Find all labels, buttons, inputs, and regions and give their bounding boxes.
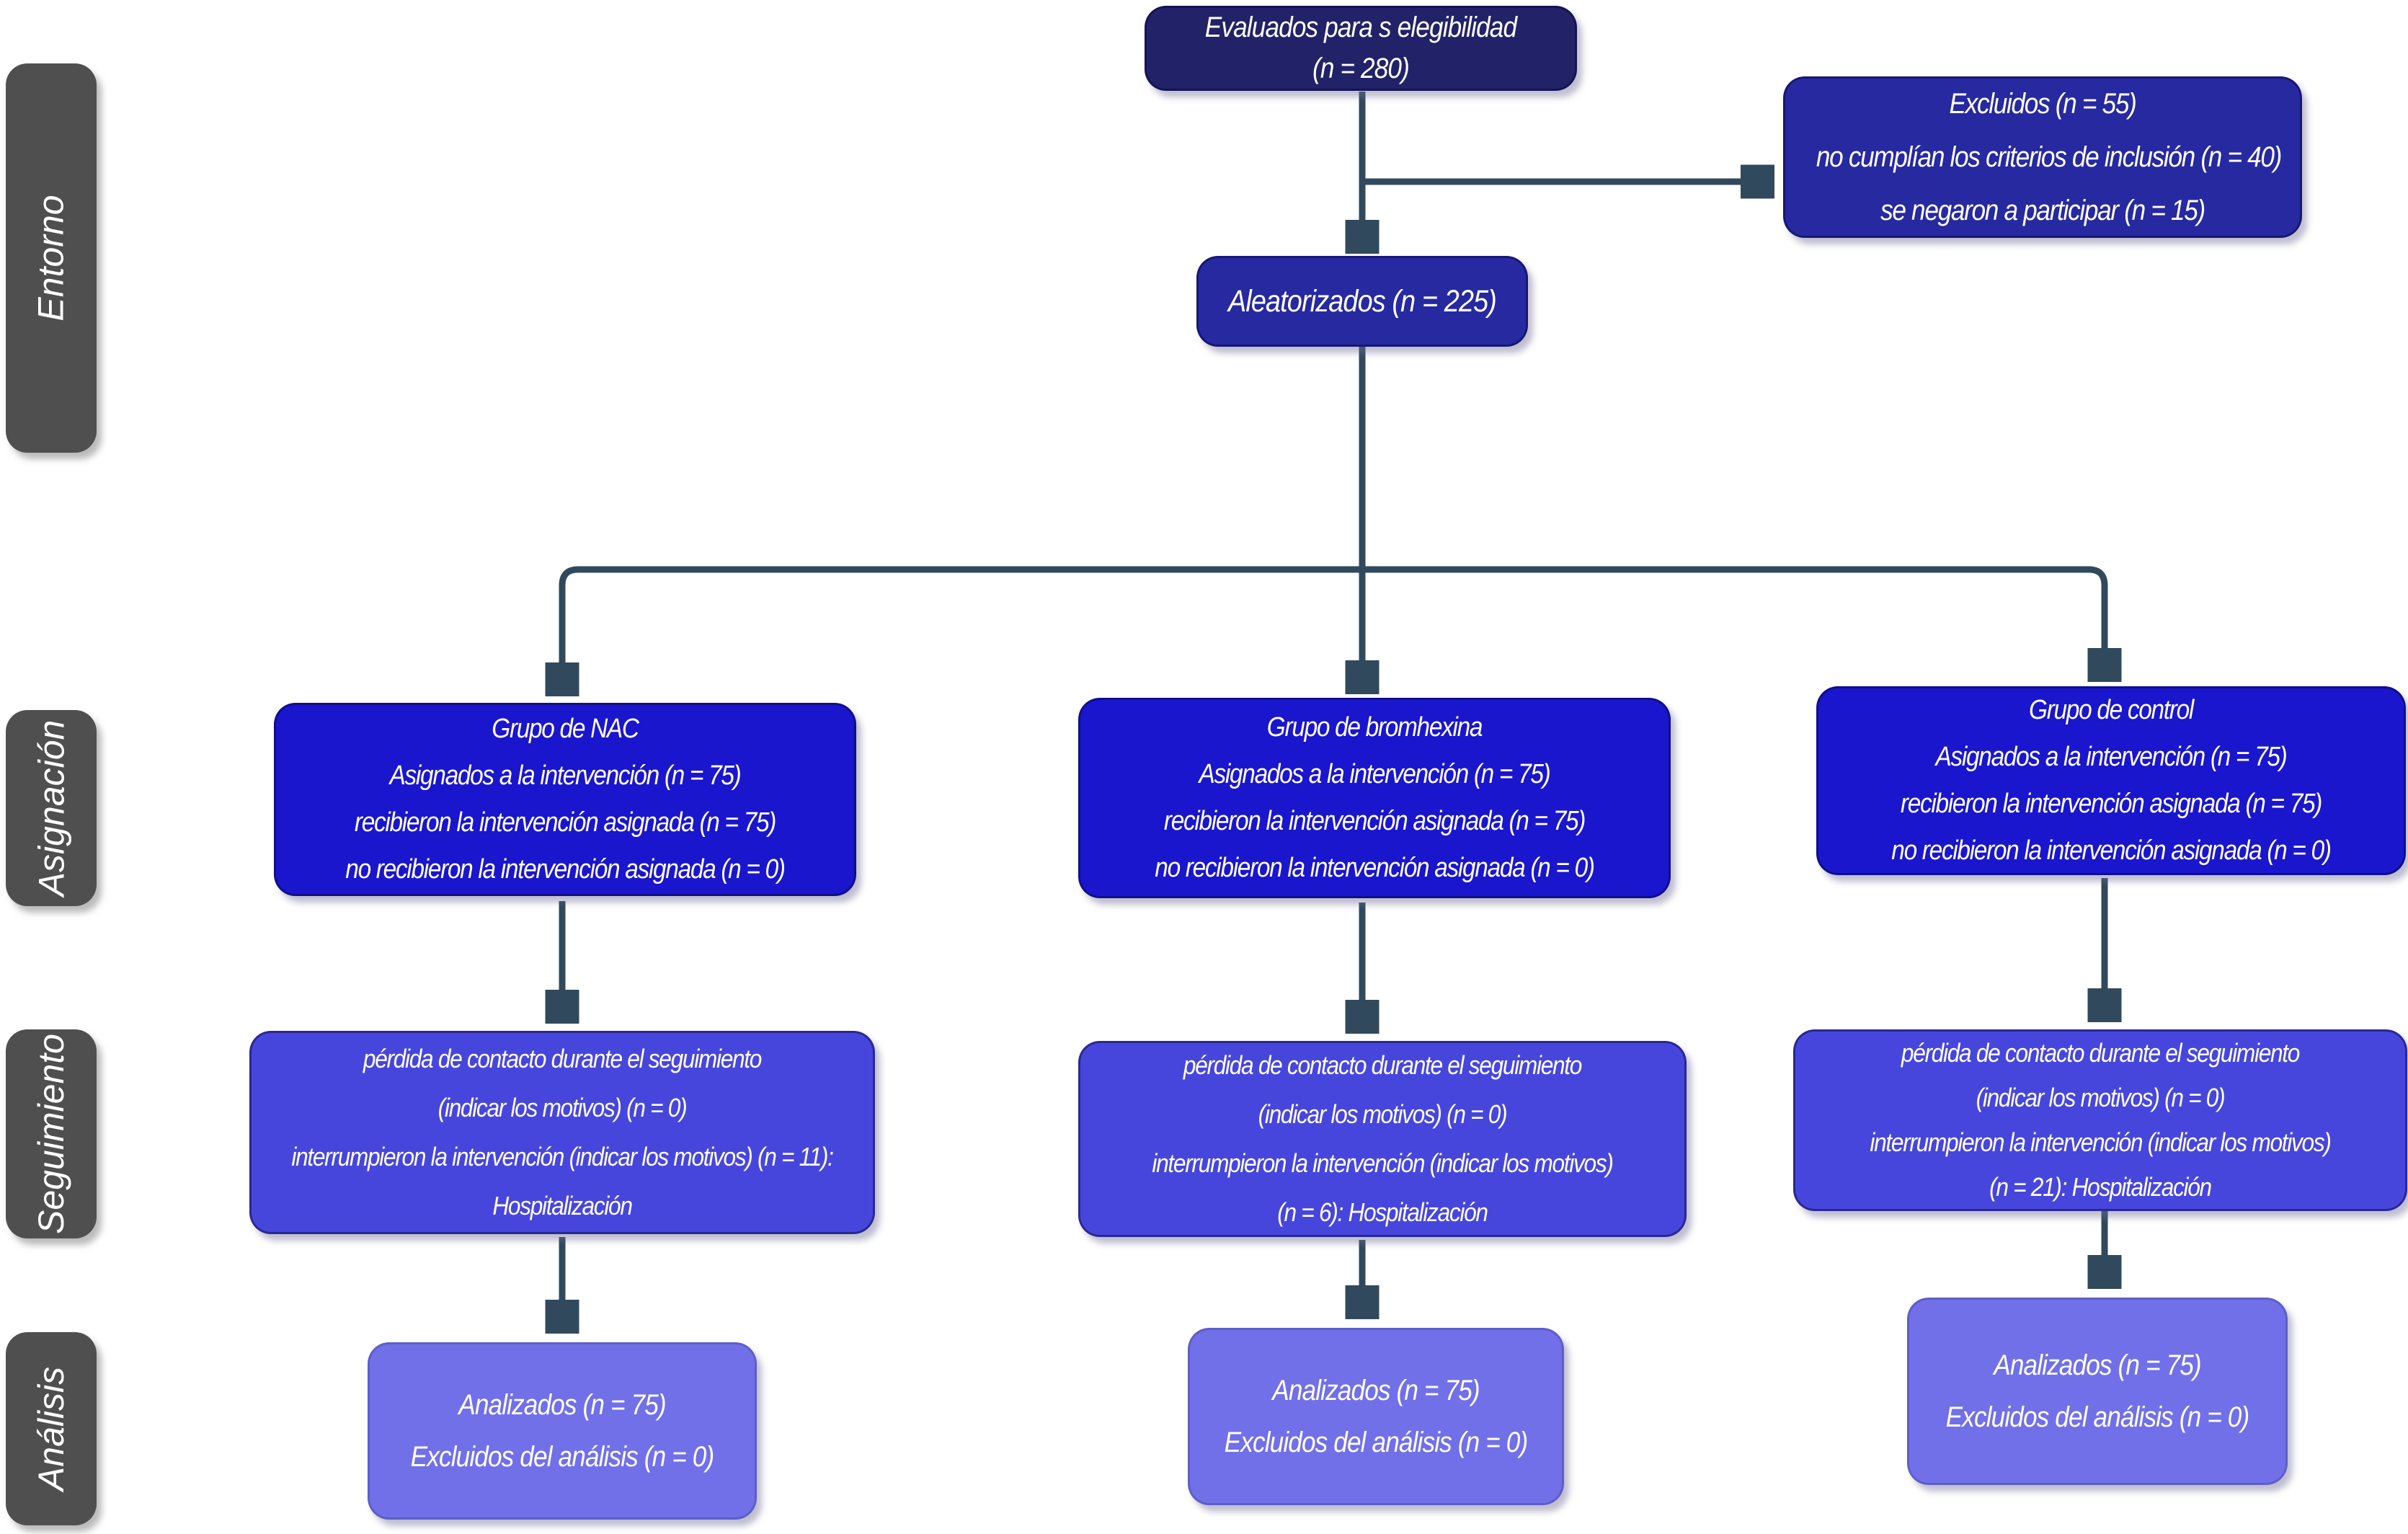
alloc-nac-line-1: Grupo de NAC [492, 714, 639, 744]
flow-node-allocation-control: Grupo de control Asignados a la interven… [1816, 686, 2406, 875]
alloc-nac-line-3: recibieron la intervención asignada (n =… [354, 807, 777, 838]
alloc-ctrl-line-1: Grupo de control [2029, 695, 2194, 725]
alloc-brom-line-4: no recibieron la intervención asignada (… [1155, 853, 1595, 883]
analysis-brom-line-1: Analizados (n = 75) [1272, 1375, 1480, 1406]
excluded-line-3: se negaron a participar (n = 15) [1880, 195, 2205, 226]
analysis-brom-line-2: Excluidos del análisis (n = 0) [1224, 1427, 1529, 1458]
flow-node-excluded: Excluidos (n = 55) no cumplían los crite… [1783, 76, 2302, 238]
alloc-brom-line-1: Grupo de bromhexina [1266, 712, 1483, 742]
follow-ctrl-line-4: (n = 21): Hospitalización [1989, 1172, 2212, 1202]
stage-label-allocation-text: Asignación [31, 719, 72, 897]
assessed-line-2: (n = 280) [1312, 53, 1410, 84]
alloc-ctrl-line-4: no recibieron la intervención asignada (… [1891, 835, 2332, 866]
flow-node-followup-bromhexina: pérdida de contacto durante el seguimien… [1078, 1041, 1687, 1237]
alloc-ctrl-line-2: Asignados a la intervención (n = 75) [1935, 742, 2288, 772]
follow-nac-line-4: Hospitalización [492, 1191, 633, 1220]
randomized-line-1: Aleatorizados (n = 225) [1227, 284, 1497, 319]
line-branch-horizontal [559, 566, 2108, 586]
excluded-line-1: Excluidos (n = 55) [1949, 88, 2137, 120]
analysis-ctrl-line-2: Excluidos del análisis (n = 0) [1945, 1401, 2250, 1433]
follow-brom-line-2: (indicar los motivos) (n = 0) [1258, 1099, 1508, 1129]
flow-node-randomized: Aleatorizados (n = 225) [1196, 256, 1528, 347]
flow-node-analysis-bromhexina: Analizados (n = 75) Excluidos del anális… [1188, 1328, 1564, 1505]
follow-ctrl-line-3: interrumpieron la intervención (indicar … [1870, 1127, 2331, 1157]
flow-node-followup-control: pérdida de contacto durante el seguimien… [1793, 1029, 2407, 1211]
alloc-brom-line-2: Asignados a la intervención (n = 75) [1199, 759, 1551, 789]
flow-node-allocation-bromhexina: Grupo de bromhexina Asignados a la inter… [1078, 698, 1671, 898]
alloc-brom-line-3: recibieron la intervención asignada (n =… [1163, 806, 1586, 836]
follow-nac-line-3: interrumpieron la intervención (indicar … [291, 1142, 834, 1171]
follow-ctrl-line-2: (indicar los motivos) (n = 0) [1976, 1083, 2226, 1112]
follow-brom-line-3: interrumpieron la intervención (indicar … [1152, 1148, 1613, 1178]
excluded-line-2: no cumplían los criterios de inclusión (… [1816, 141, 2283, 173]
flow-node-followup-nac: pérdida de contacto durante el seguimien… [249, 1031, 875, 1234]
alloc-nac-line-2: Asignados a la intervención (n = 75) [389, 761, 742, 791]
stage-label-analysis: Análisis [6, 1332, 97, 1525]
follow-ctrl-line-1: pérdida de contacto durante el seguimien… [1901, 1038, 2300, 1068]
stage-label-enrollment-text: Entorno [31, 195, 71, 322]
stage-label-followup-text: Seguimiento [31, 1034, 71, 1234]
analysis-nac-line-1: Analizados (n = 75) [458, 1389, 666, 1421]
follow-nac-line-2: (indicar los motivos) (n = 0) [437, 1093, 688, 1122]
flow-node-allocation-nac: Grupo de NAC Asignados a la intervención… [274, 703, 856, 896]
follow-brom-line-4: (n = 6): Hospitalización [1277, 1197, 1488, 1227]
analysis-ctrl-line-1: Analizados (n = 75) [1994, 1349, 2201, 1381]
assessed-line-1: Evaluados para s elegibilidad [1204, 12, 1517, 43]
analysis-nac-line-2: Excluidos del análisis (n = 0) [410, 1441, 715, 1473]
stage-label-followup: Seguimiento [6, 1029, 97, 1238]
follow-brom-line-1: pérdida de contacto durante el seguimien… [1183, 1050, 1582, 1080]
follow-nac-line-1: pérdida de contacto durante el seguimien… [363, 1044, 762, 1073]
stage-label-allocation: Asignación [6, 710, 97, 906]
stage-label-analysis-text: Análisis [31, 1366, 72, 1491]
stage-label-enrollment: Entorno [6, 63, 97, 453]
flow-node-analysis-nac: Analizados (n = 75) Excluidos del anális… [368, 1342, 757, 1520]
flow-node-analysis-control: Analizados (n = 75) Excluidos del anális… [1907, 1298, 2288, 1485]
alloc-ctrl-line-3: recibieron la intervención asignada (n =… [1900, 789, 2323, 819]
alloc-nac-line-4: no recibieron la intervención asignada (… [345, 854, 786, 885]
flow-node-assessed: Evaluados para s elegibilidad (n = 280) [1145, 6, 1577, 91]
